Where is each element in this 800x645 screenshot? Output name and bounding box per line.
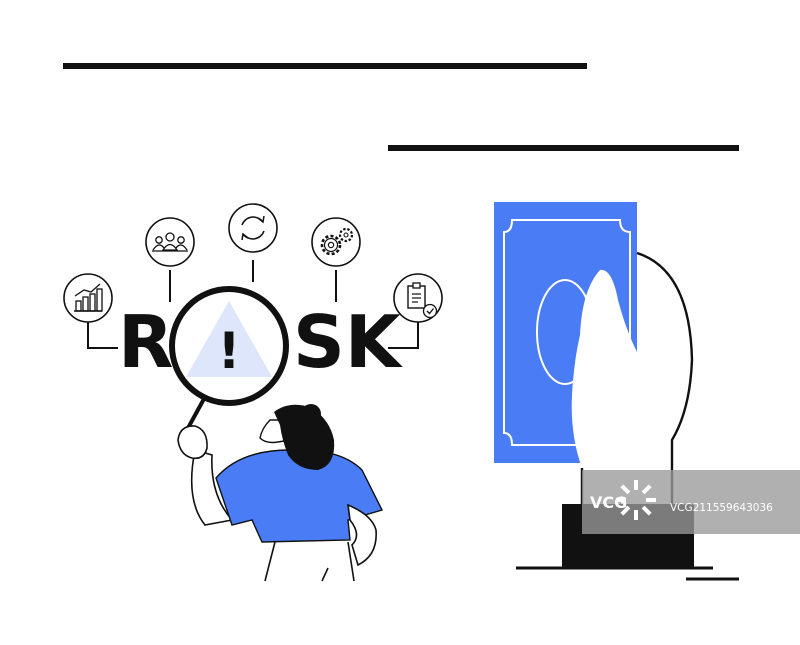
title-bar-secondary xyxy=(388,145,739,151)
warning-triangle-icon xyxy=(186,301,272,377)
gears-icon xyxy=(311,217,361,267)
watermark: VCG VCG211559643036 xyxy=(582,470,800,534)
risk-letters-sk: SK xyxy=(293,300,403,384)
refresh-cycle-icon xyxy=(228,203,278,253)
growth-chart-icon xyxy=(63,273,113,323)
woman-figure xyxy=(177,404,384,582)
clipboard-check-icon xyxy=(393,273,443,323)
team-icon xyxy=(145,217,195,267)
risk-scene xyxy=(87,260,419,349)
magnifying-glass: ! xyxy=(169,286,289,429)
watermark-code: VCG211559643036 xyxy=(670,502,773,514)
warning-mark: ! xyxy=(218,322,241,380)
watermark-brand: VCG xyxy=(590,493,627,512)
watermark-logo-icon xyxy=(616,480,656,520)
title-bar-top xyxy=(63,63,587,69)
risk-letter-r: R xyxy=(118,300,173,384)
